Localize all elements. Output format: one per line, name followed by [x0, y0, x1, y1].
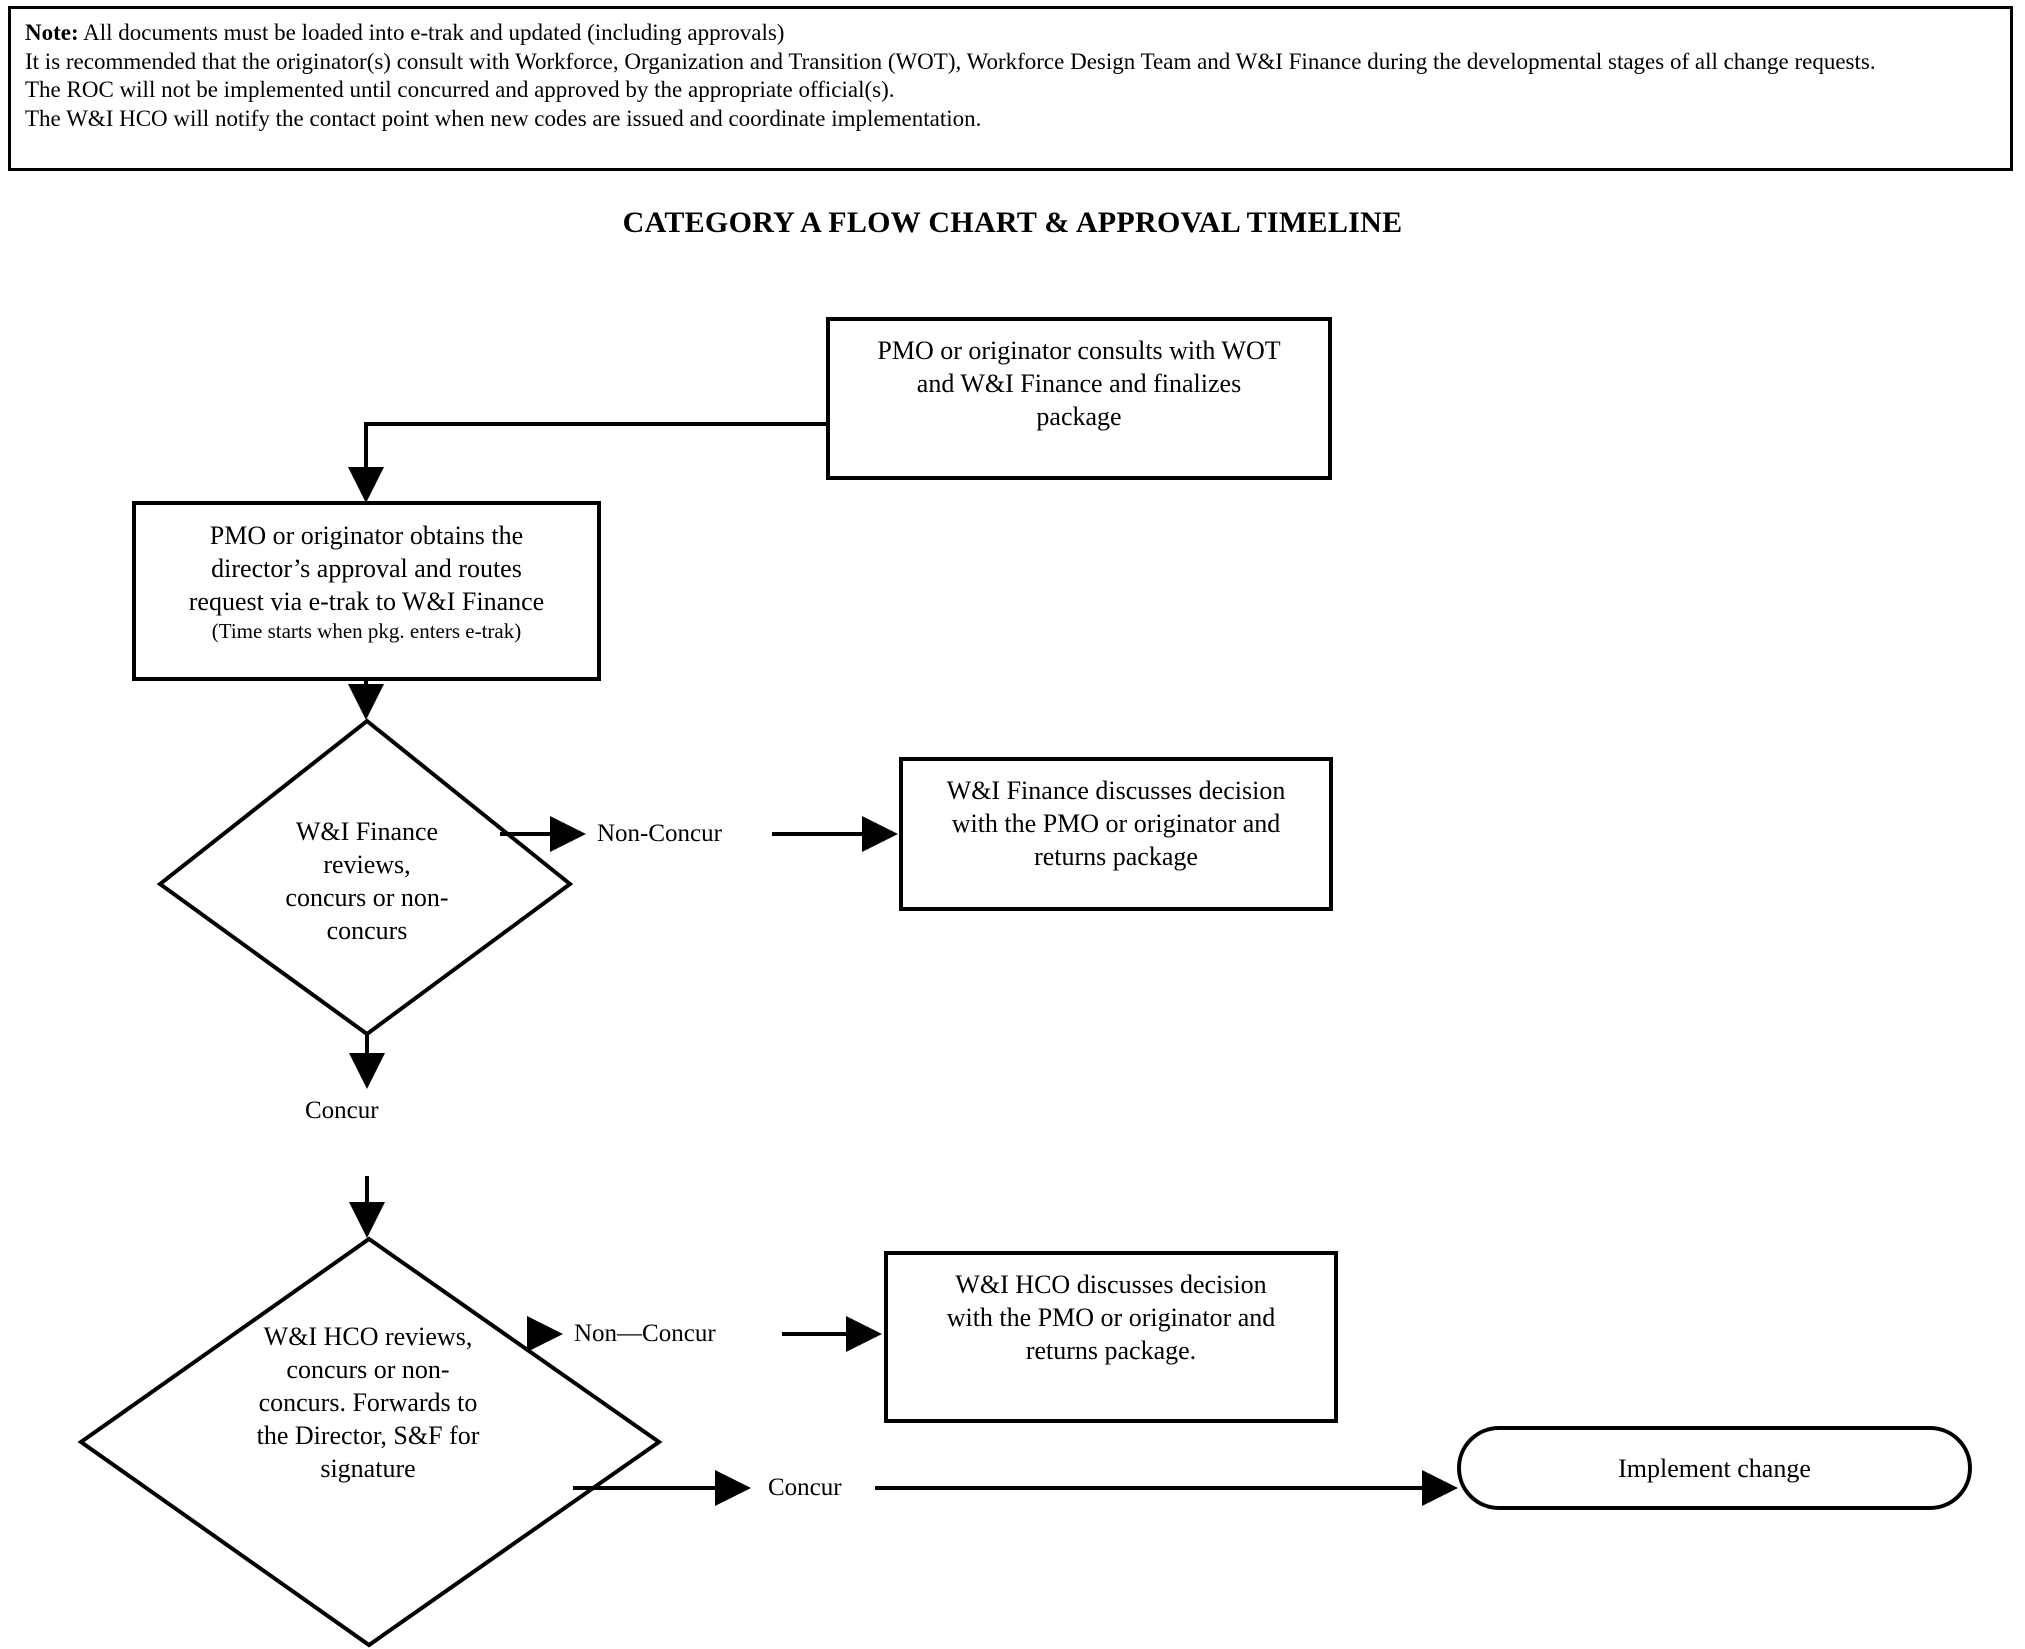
- node-implement-label: Implement change: [1461, 1452, 1968, 1485]
- node-obtain-approval-note: (Time starts when pkg. enters e-trak): [211, 619, 522, 643]
- node-finance-nonconcur-shape: [899, 757, 1333, 911]
- node-finance-nonconcur-label: W&I Finance discusses decision with the …: [906, 774, 1326, 873]
- note-line-1: Note: All documents must be loaded into …: [25, 19, 1996, 48]
- node-implement-shape: [1457, 1426, 1972, 1510]
- note-line-1-text: All documents must be loaded into e-trak…: [83, 20, 785, 45]
- note-line-3: The ROC will not be implemented until co…: [25, 77, 895, 102]
- node-hco-nonconcur-line-2: with the PMO or originator and: [946, 1303, 1276, 1332]
- node-finance-review-line-4: concurs: [326, 916, 408, 945]
- edge-label-finance-concur: Concur: [305, 1097, 379, 1124]
- node-consult-line-2: and W&I Finance and finalizes: [916, 369, 1242, 398]
- node-hco-review-line-5: signature: [320, 1454, 416, 1483]
- node-finance-review-line-2: reviews,: [323, 850, 411, 879]
- node-hco-review-line-4: the Director, S&F for: [256, 1421, 480, 1450]
- node-hco-nonconcur-line-1: W&I HCO discusses decision: [955, 1270, 1267, 1299]
- page-title: CATEGORY A FLOW CHART & APPROVAL TIMELIN…: [622, 206, 1403, 239]
- node-obtain-approval-line-1: PMO or originator obtains the: [209, 521, 524, 550]
- edge-label-hco-concur: Concur: [768, 1474, 842, 1501]
- node-finance-review-label: W&I Finance reviews, concurs or non- con…: [217, 815, 517, 947]
- node-consult-line-1: PMO or originator consults with WOT: [877, 336, 1281, 365]
- node-obtain-approval-line-3: request via e-trak to W&I Finance: [188, 587, 545, 616]
- node-hco-review-shape: [77, 1236, 663, 1648]
- node-obtain-approval-label: PMO or originator obtains the director’s…: [138, 519, 595, 645]
- node-consult-line-3: package: [1036, 402, 1122, 431]
- node-hco-review-line-1: W&I HCO reviews,: [263, 1322, 473, 1351]
- node-implement-text: Implement change: [1618, 1454, 1811, 1483]
- node-hco-review-label: W&I HCO reviews, concurs or non- concurs…: [213, 1320, 523, 1485]
- node-hco-nonconcur-label: W&I HCO discusses decision with the PMO …: [891, 1268, 1331, 1367]
- node-finance-nonconcur-line-3: returns package: [1034, 842, 1198, 871]
- connector-consult-to-obtain: [348, 422, 828, 503]
- node-hco-nonconcur-shape: [884, 1251, 1338, 1423]
- node-hco-nonconcur-line-3: returns package.: [1025, 1336, 1197, 1365]
- node-finance-review-line-3: concurs or non-: [285, 883, 449, 912]
- node-hco-review-line-3: concurs. Forwards to: [258, 1388, 478, 1417]
- node-obtain-approval-line-2: director’s approval and routes: [211, 554, 522, 583]
- node-finance-nonconcur-line-2: with the PMO or originator and: [951, 809, 1281, 838]
- edge-label-hco-nonconcur: Non—Concur: [574, 1320, 716, 1347]
- node-finance-review-line-1: W&I Finance: [295, 817, 439, 846]
- node-consult-label: PMO or originator consults with WOT and …: [836, 334, 1322, 433]
- node-consult-shape: [826, 317, 1332, 480]
- note-banner: Note: All documents must be loaded into …: [8, 6, 2013, 171]
- note-line-2: It is recommended that the originator(s)…: [25, 48, 1876, 74]
- node-hco-review-line-2: concurs or non-: [286, 1355, 450, 1384]
- note-line-4: The W&I HCO will notify the contact poin…: [25, 105, 982, 131]
- node-finance-nonconcur-line-1: W&I Finance discusses decision: [946, 776, 1286, 805]
- note-label: Note:: [25, 20, 79, 45]
- edge-label-finance-nonconcur: Non-Concur: [597, 820, 722, 847]
